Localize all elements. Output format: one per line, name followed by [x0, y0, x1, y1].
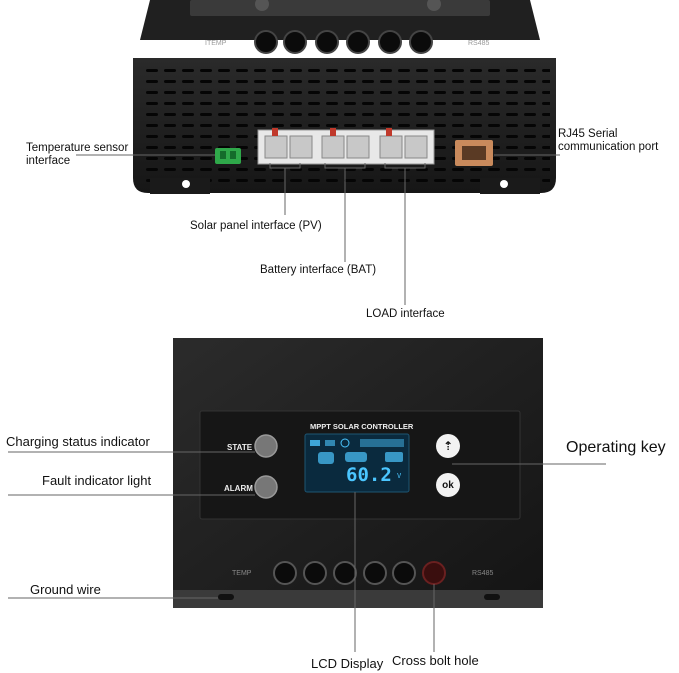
key-ok-button[interactable]: ok: [436, 473, 460, 497]
callout-fault: Fault indicator light: [42, 473, 152, 488]
top-unit-display-edge: [190, 0, 490, 16]
temperature-connector: [215, 148, 241, 164]
top-leader-lines: [76, 154, 560, 305]
state-label: STATE: [227, 443, 253, 452]
mount-hole-right: [500, 180, 508, 188]
port-label-rs485: RS485: [468, 40, 490, 47]
callout-operating-key: Operating key: [566, 439, 666, 456]
bottom-port-row: [273, 561, 446, 585]
callout-cross-bolt: Cross bolt hole: [392, 653, 479, 668]
top-unit-button-left: [255, 0, 269, 11]
callout-temperature-sensor: Temperature sensor interface: [26, 142, 129, 167]
port-label-itemp: ITEMP: [205, 40, 227, 47]
mount-slot-right: [484, 594, 500, 600]
bottom-port-label-rs485: RS485: [472, 570, 494, 577]
callout-battery: Battery interface (BAT): [260, 264, 377, 276]
lcd-unit: V: [397, 472, 402, 480]
up-arrow-icon: ⇡: [442, 439, 454, 453]
callout-ground-wire: Ground wire: [30, 582, 101, 597]
ground-screw-hole: [218, 594, 234, 600]
lcd-value: 60.2: [346, 464, 392, 486]
lcd-screen: [304, 433, 410, 493]
mount-hole-left: [182, 180, 190, 188]
alarm-indicator-light: [254, 475, 278, 499]
terminal-blocks: [257, 128, 435, 165]
front-leader-lines: [8, 451, 606, 652]
callout-charging-status: Charging status indicator: [6, 434, 150, 449]
front-unit: [173, 338, 543, 608]
ok-label: ok: [442, 479, 454, 491]
callout-solar-panel: Solar panel interface (PV): [190, 220, 322, 232]
ground-lip: [173, 590, 543, 608]
top-unit-port-row: [254, 30, 433, 54]
callout-rj45: RJ45 Serial communication port: [558, 128, 659, 153]
callout-lcd-display: LCD Display: [311, 656, 384, 671]
cross-bolt-hole: [422, 561, 446, 585]
alarm-label: ALARM: [224, 484, 253, 493]
key-up-button[interactable]: ⇡: [436, 434, 460, 458]
callout-load: LOAD interface: [366, 308, 445, 320]
state-indicator-light: [254, 434, 278, 458]
bottom-port-label-temp: TEMP: [232, 570, 252, 577]
panel-title: MPPT SOLAR CONTROLLER: [310, 422, 414, 431]
top-unit-button-right: [427, 0, 441, 11]
top-unit: [133, 0, 556, 194]
